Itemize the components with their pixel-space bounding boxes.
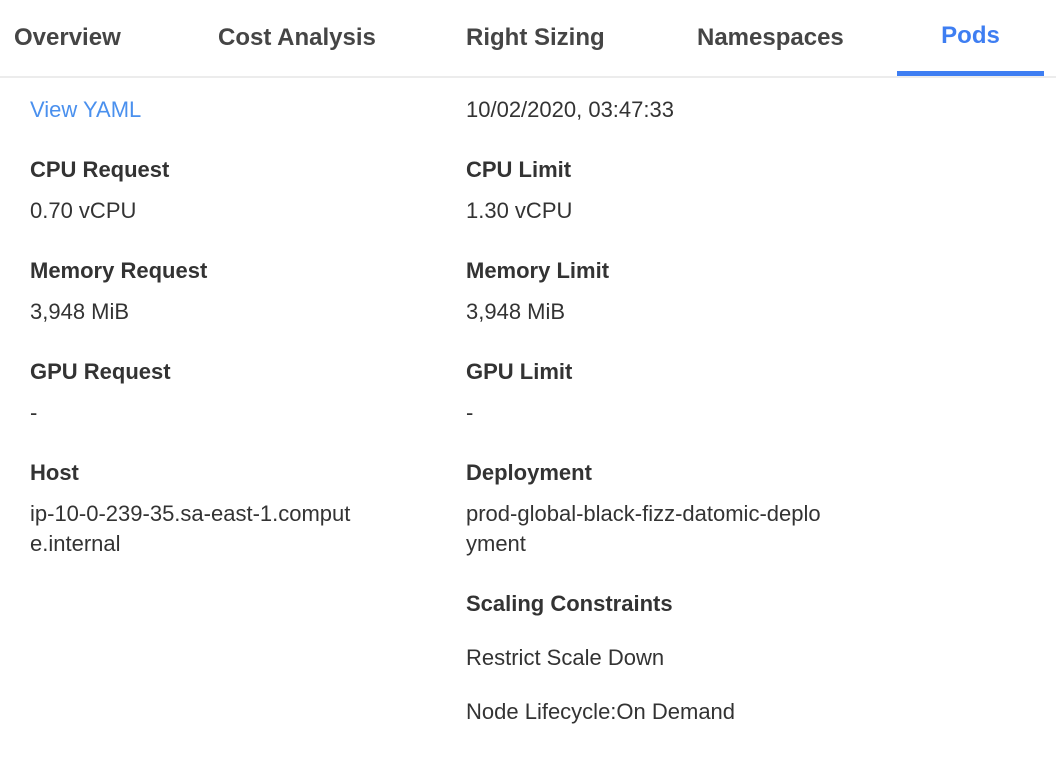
tab-overview[interactable]: Overview (14, 24, 121, 51)
scaling-constraints-label: Scaling Constraints (466, 591, 673, 616)
scaling-item-node-lifecycle: Node Lifecycle:On Demand (466, 699, 736, 724)
host-label: Host (30, 460, 79, 485)
deployment-label: Deployment (466, 460, 592, 485)
gpu-request-label: GPU Request (30, 359, 171, 384)
field-cpu-request: CPU Request 0.70 vCPU (30, 155, 466, 226)
cpu-limit-label: CPU Limit (466, 157, 572, 182)
tab-pods[interactable]: Pods (897, 0, 1044, 76)
field-host: Host ip-10-0-239-35.sa-east-1.compute.in… (30, 458, 466, 559)
scaling-constraints-section: Scaling Constraints Restrict Scale Down … (466, 589, 1026, 727)
gpu-request-value: - (30, 400, 38, 425)
field-gpu-limit: GPU Limit - (466, 357, 1026, 428)
tab-cost-analysis[interactable]: Cost Analysis (218, 24, 376, 51)
gpu-limit-label: GPU Limit (466, 359, 573, 384)
memory-limit-value: 3,948 MiB (466, 299, 566, 324)
memory-request-value: 3,948 MiB (30, 299, 130, 324)
timestamp: 10/02/2020, 03:47:33 (466, 97, 674, 122)
cpu-request-value: 0.70 vCPU (30, 198, 137, 223)
details-right-column: 10/02/2020, 03:47:33 CPU Limit 1.30 vCPU… (466, 95, 1026, 727)
gpu-limit-value: - (466, 400, 474, 425)
details-left-column: View YAML CPU Request 0.70 vCPU Memory R… (30, 95, 466, 727)
scaling-item-restrict-scale-down: Restrict Scale Down (466, 645, 665, 670)
tab-right-sizing[interactable]: Right Sizing (466, 24, 605, 51)
field-cpu-limit: CPU Limit 1.30 vCPU (466, 155, 1026, 226)
view-yaml-link[interactable]: View YAML (30, 97, 142, 122)
tab-namespaces[interactable]: Namespaces (697, 24, 844, 51)
pod-details-panel: View YAML CPU Request 0.70 vCPU Memory R… (0, 78, 1056, 757)
field-deployment: Deployment prod-global-black-fizz-datomi… (466, 458, 1026, 559)
field-memory-limit: Memory Limit 3,948 MiB (466, 256, 1026, 327)
host-link[interactable]: ip-10-0-239-35.sa-east-1.compute.interna… (30, 501, 351, 556)
field-gpu-request: GPU Request - (30, 357, 466, 428)
field-memory-request: Memory Request 3,948 MiB (30, 256, 466, 327)
deployment-link[interactable]: prod-global-black-fizz-datomic-deploymen… (466, 501, 821, 556)
memory-limit-label: Memory Limit (466, 258, 610, 283)
tab-bar: Overview Cost Analysis Right Sizing Name… (0, 0, 1056, 78)
cpu-request-label: CPU Request (30, 157, 170, 182)
memory-request-label: Memory Request (30, 258, 208, 283)
cpu-limit-value: 1.30 vCPU (466, 198, 573, 223)
